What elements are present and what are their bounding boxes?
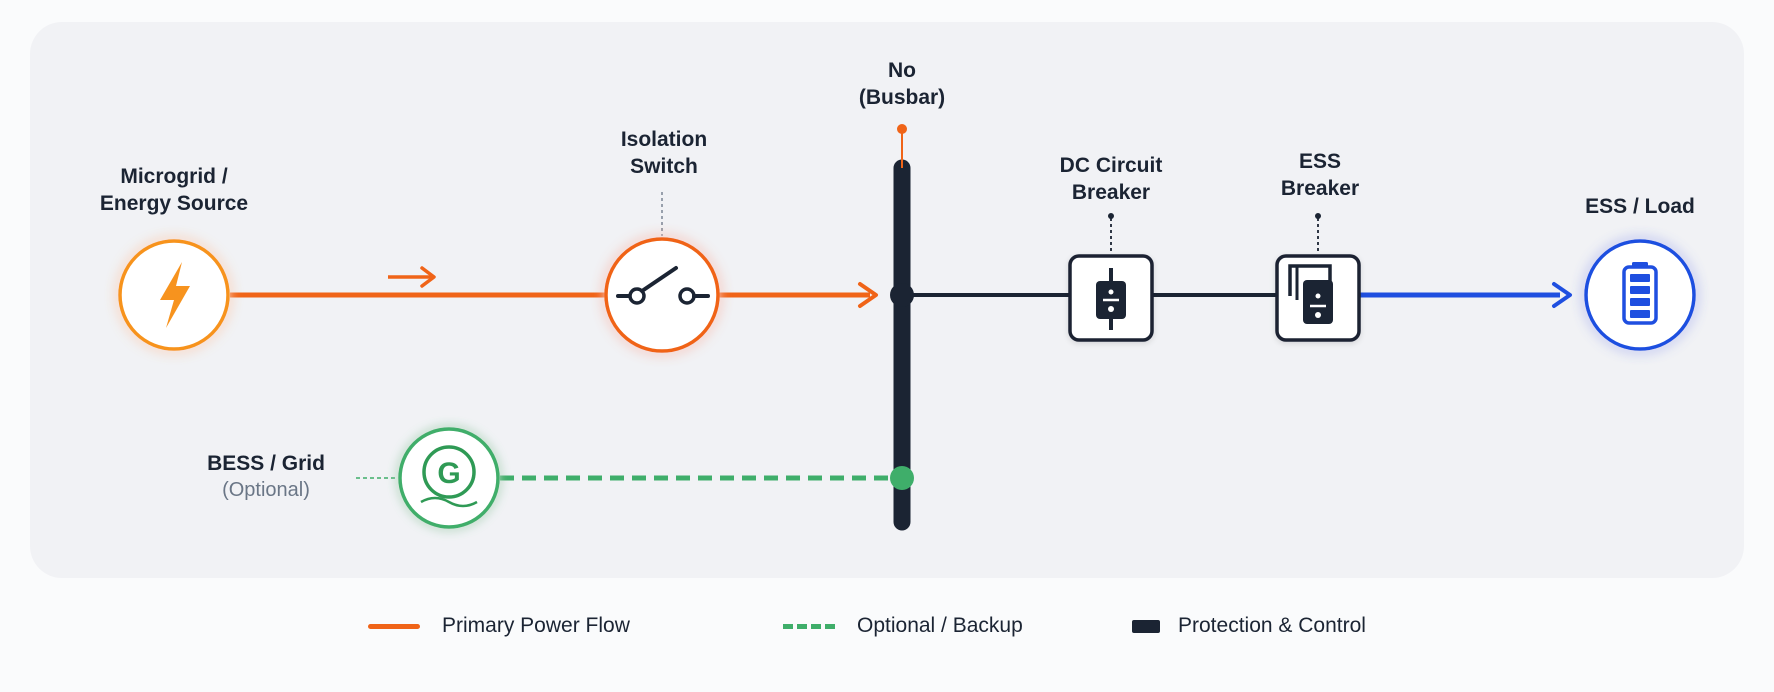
ess-load-label: ESS / Load xyxy=(1585,193,1695,220)
energy-source-label: Microgrid / Energy Source xyxy=(100,163,248,217)
breaker-icon xyxy=(1096,268,1126,330)
dc-breaker-label: DC Circuit Breaker xyxy=(1060,152,1163,206)
busbar-junction-dot xyxy=(890,283,914,307)
isolation-switch-node[interactable] xyxy=(604,237,720,353)
ess-breaker-node[interactable] xyxy=(1275,254,1361,342)
ess-breaker-label-line1: ESS xyxy=(1298,150,1342,173)
bess-grid-label: BESS / Grid (Optional) xyxy=(207,450,325,504)
dc-breaker-leader-dot xyxy=(1108,213,1114,219)
legend-label-primary: Primary Power Flow xyxy=(442,614,630,637)
busbar-label: No (Busbar) xyxy=(859,57,945,111)
load-flow-arrowhead xyxy=(1552,282,1572,308)
energy-source-label-line1: Microgrid / xyxy=(120,165,228,188)
legend-label-protection: Protection & Control xyxy=(1178,614,1366,637)
legend-item-protection: Protection & Control xyxy=(1132,608,1366,644)
breaker-icon xyxy=(1288,264,1333,324)
dc-breaker-label-line2: Breaker xyxy=(1071,181,1151,204)
bess-grid-letter: G xyxy=(437,457,460,490)
primary-flow-arrowhead xyxy=(858,282,878,308)
ess-breaker-label-line2: Breaker xyxy=(1280,177,1360,200)
lightning-bolt-icon xyxy=(160,262,190,328)
bess-grid-label-line2: (Optional) xyxy=(222,479,310,501)
busbar-backup-junction-dot xyxy=(890,466,914,490)
switch-icon xyxy=(616,266,710,305)
grid-generator-icon: G xyxy=(420,445,478,508)
bess-grid-label-line1: BESS / Grid xyxy=(207,452,325,475)
legend-swatch-backup xyxy=(783,623,835,629)
ess-load-label-line1: ESS / Load xyxy=(1585,195,1695,218)
legend-item-backup: Optional / Backup xyxy=(783,608,1023,644)
diagram-panel xyxy=(30,22,1744,578)
ess-load-node[interactable] xyxy=(1584,239,1696,351)
dc-circuit-breaker-node[interactable] xyxy=(1068,254,1154,342)
battery-icon xyxy=(1622,262,1658,325)
legend-swatch-primary xyxy=(368,623,420,629)
energy-source-label-line2: Energy Source xyxy=(99,192,249,215)
isolation-switch-label-line2: Switch xyxy=(630,155,698,178)
legend-item-primary: Primary Power Flow xyxy=(368,608,630,644)
isolation-switch-label: Isolation Switch xyxy=(621,126,707,180)
flow-direction-arrow xyxy=(388,266,436,288)
legend-label-backup: Optional / Backup xyxy=(857,614,1023,637)
energy-source-node[interactable] xyxy=(118,239,230,351)
legend: Primary Power Flow Optional / Backup Pro… xyxy=(0,608,1774,644)
legend-swatch-protection xyxy=(1132,619,1160,633)
busbar-label-line2: (Busbar) xyxy=(858,86,946,109)
isolation-switch-label-line1: Isolation xyxy=(620,128,708,151)
busbar-top-marker-dot xyxy=(897,124,907,134)
ess-breaker-leader-dot xyxy=(1315,213,1321,219)
dc-breaker-label-line1: DC Circuit xyxy=(1059,154,1163,177)
busbar-label-line1: No xyxy=(888,59,916,82)
ess-breaker-label: ESS Breaker xyxy=(1281,148,1359,202)
bess-grid-node[interactable]: G xyxy=(398,427,500,529)
